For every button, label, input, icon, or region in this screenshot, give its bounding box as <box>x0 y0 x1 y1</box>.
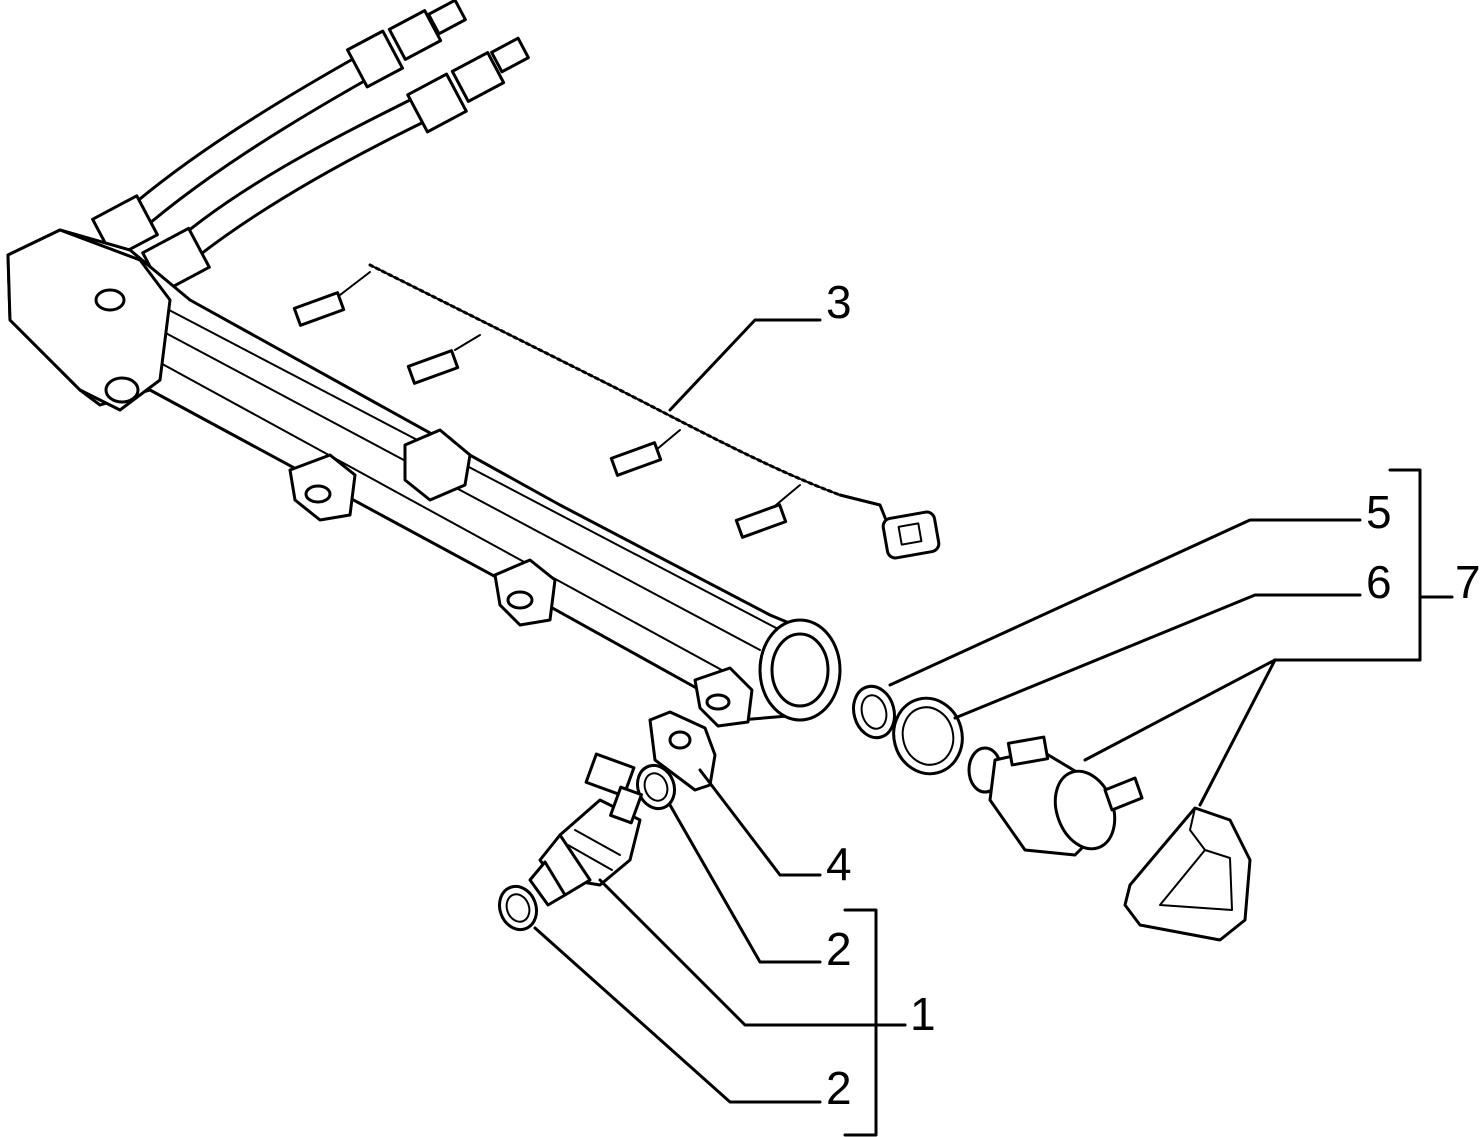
callout-2-lower: 2 <box>826 1062 852 1114</box>
callout-4: 4 <box>826 838 852 890</box>
pressure-regulator <box>967 735 1144 857</box>
callout-3: 3 <box>826 276 852 328</box>
seal-ring-6 <box>892 696 964 776</box>
regulator-retaining-clip <box>1123 806 1252 942</box>
fuel-hoses <box>91 0 530 294</box>
fuel-rail <box>6 228 842 728</box>
wiring-harness <box>292 263 941 560</box>
callout-7: 7 <box>1455 556 1481 608</box>
harness-plug <box>292 291 346 327</box>
callout-6: 6 <box>1366 556 1392 608</box>
harness-plug <box>609 441 663 477</box>
fuel-injector <box>528 752 643 907</box>
callout-2-upper: 2 <box>826 923 852 975</box>
callout-labels: 3 5 6 7 4 2 1 2 <box>826 276 1481 1114</box>
harness-main-connector <box>838 493 941 560</box>
seal-ring-lower <box>497 884 539 932</box>
leader-lines <box>533 318 1454 1137</box>
harness-plug <box>406 349 460 385</box>
fuel-rail-assembly <box>6 0 842 728</box>
harness-plug <box>734 503 788 539</box>
callout-1: 1 <box>910 988 936 1040</box>
callout-5: 5 <box>1366 486 1392 538</box>
seal-ring-5 <box>852 684 896 740</box>
